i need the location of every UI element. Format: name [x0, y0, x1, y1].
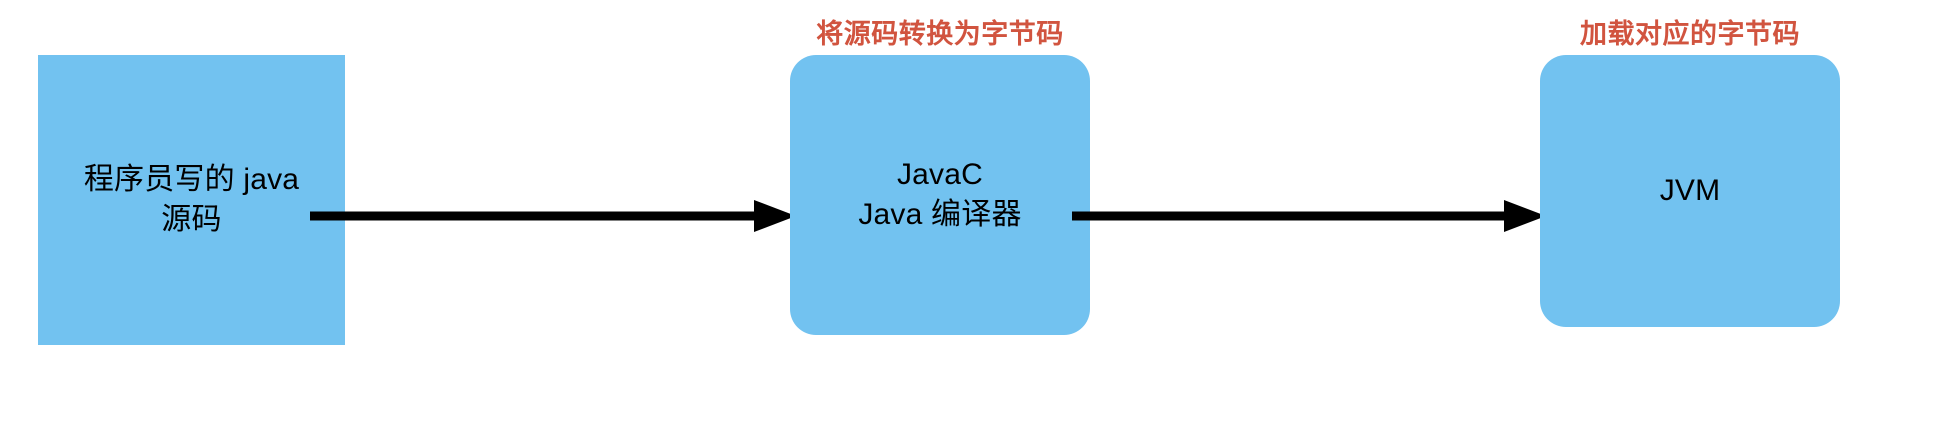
- node-javac-compiler-label: JavaC Java 编译器: [858, 158, 1022, 231]
- node-jvm[interactable]: JVM: [1540, 55, 1840, 327]
- node-javac-compiler[interactable]: JavaC Java 编译器: [790, 55, 1090, 335]
- node-source-code[interactable]: 程序员写的 java 源码: [38, 55, 345, 345]
- arrow-javac-to-jvm: [1072, 196, 1546, 236]
- annotation-load-label: 加载对应的字节码: [1580, 19, 1800, 49]
- node-jvm-label: JVM: [1659, 174, 1721, 208]
- annotation-compile-label: 将源码转换为字节码: [816, 19, 1064, 49]
- node-source-code-label: 程序员写的 java 源码: [83, 163, 300, 236]
- arrow-javac-to-jvm-icon: [1072, 200, 1546, 232]
- arrow-source-to-javac-icon: [310, 200, 796, 232]
- arrow-source-to-javac: [310, 196, 796, 236]
